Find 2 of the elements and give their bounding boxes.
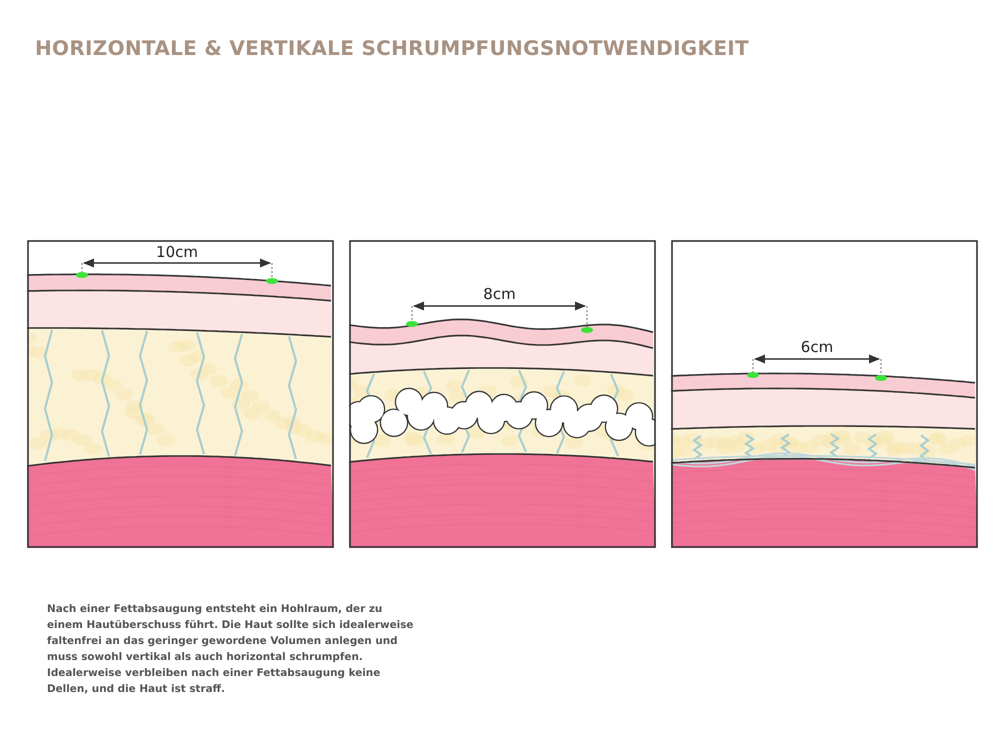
caption: Nach einer Fettabsaugung entsteht ein Hohlraum, der zu einem Hautüberschuss führt. Die Haut sollte sich idealerweise faltenfrei an das geringer gewordene Volumen anlegen und muss sowohl vertikal als auch horizontal schrumpfen. Idealerweise verbleiben nach einer Fettabsaugung keine Dellen, und die Haut ist straff. [47,602,414,697]
title: HORIZONTALE & VERTIKALE SCHRUMPFUNGSNOTWENDIGKEIT [35,36,749,60]
